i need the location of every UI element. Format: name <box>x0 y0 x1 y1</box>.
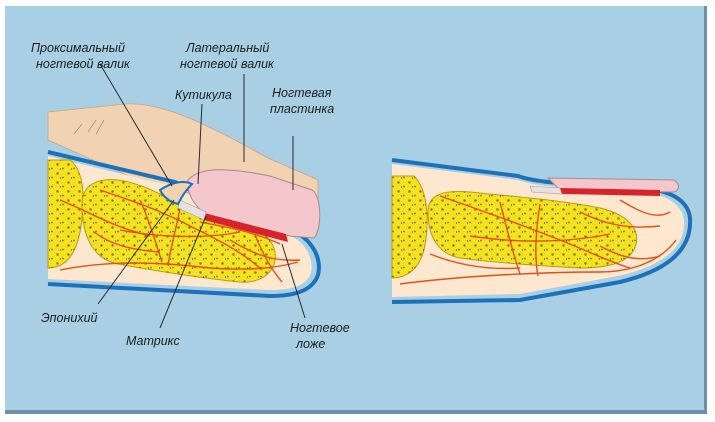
label-proximal-fold-line2: ногтевой валик <box>36 57 131 71</box>
finger-with-nail-left <box>47 103 321 299</box>
label-lateral-fold-line2: ногтевой валик <box>180 57 275 71</box>
label-nail-plate-line2: пластинка <box>270 102 334 116</box>
blood-vessels-right <box>399 195 677 285</box>
label-nail-bed-line1: Ногтевое <box>290 321 350 335</box>
label-nail-bed: Ногтевое ложе <box>290 321 353 351</box>
blood-vessels-left <box>59 189 301 283</box>
label-proximal-fold-line1: Проксимальный <box>31 41 125 55</box>
label-lateral-fold: Латеральный ногтевой валик <box>180 41 275 71</box>
finger-without-fold-right <box>391 158 693 304</box>
nail-bed-left <box>200 212 288 242</box>
nail-plate-left <box>187 169 321 239</box>
leader-lines <box>97 63 306 329</box>
label-nail-plate: Ногтевая пластинка <box>270 86 335 116</box>
label-eponychium: Эпонихий <box>41 311 98 325</box>
label-cuticle: Кутикула <box>175 88 232 102</box>
nail-bed-right <box>560 188 660 196</box>
label-nail-bed-line2: ложе <box>295 337 325 351</box>
proximal-fold-left <box>158 181 194 206</box>
label-nail-plate-line1: Ногтевая <box>272 86 332 100</box>
label-lateral-fold-line1: Латеральный <box>185 41 269 55</box>
label-proximal-fold: Проксимальный ногтевой валик <box>31 41 131 71</box>
label-matrix: Матрикс <box>126 334 180 348</box>
